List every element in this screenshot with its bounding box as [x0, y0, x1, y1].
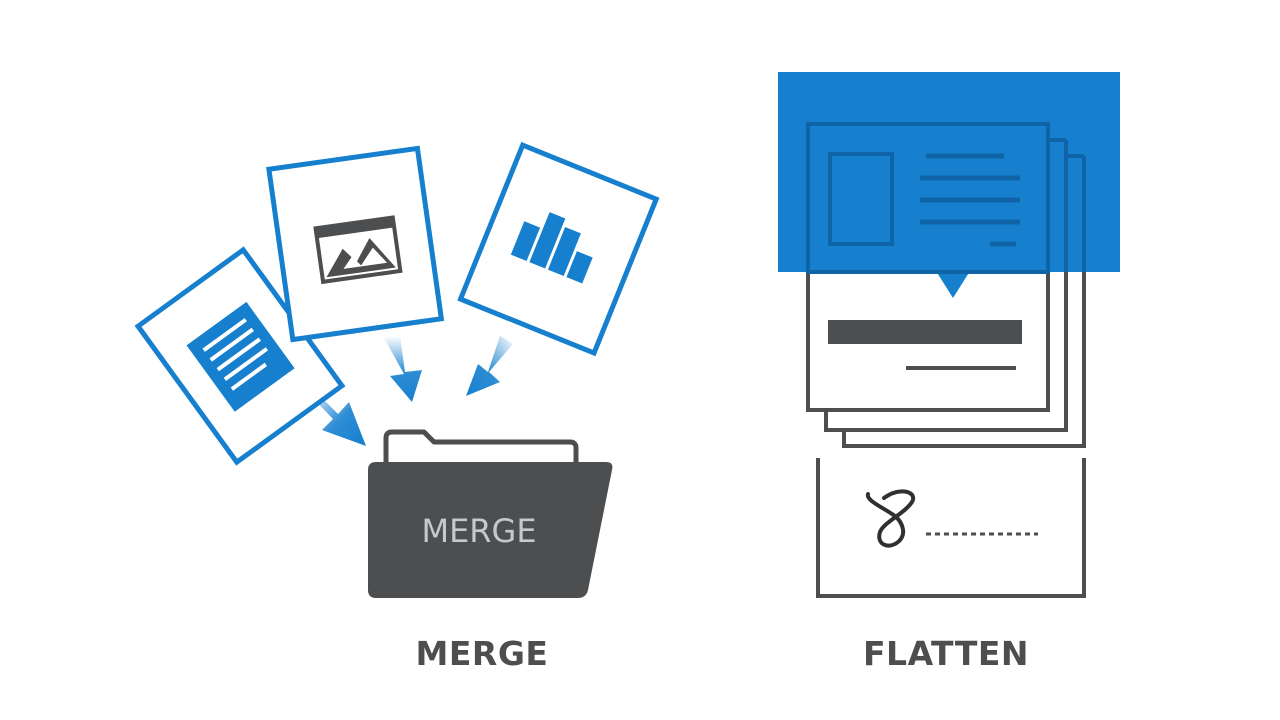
form-field-bar	[828, 320, 1022, 344]
folder-icon	[368, 429, 613, 598]
text-document-icon	[134, 246, 346, 466]
folder-label: MERGE	[421, 512, 536, 550]
merge-section	[134, 141, 660, 598]
arrow-down-icon	[383, 336, 422, 402]
merge-caption: MERGE	[415, 634, 549, 673]
bar-chart-document-icon	[457, 141, 660, 357]
picture-icon	[313, 215, 403, 285]
arrow-right-icon	[466, 336, 513, 396]
image-document-icon	[266, 145, 445, 343]
flatten-caption: FLATTEN	[863, 634, 1029, 673]
signature-icon	[816, 458, 1086, 598]
flatten-section	[778, 72, 1120, 598]
blue-overlay-panel	[778, 72, 1120, 298]
